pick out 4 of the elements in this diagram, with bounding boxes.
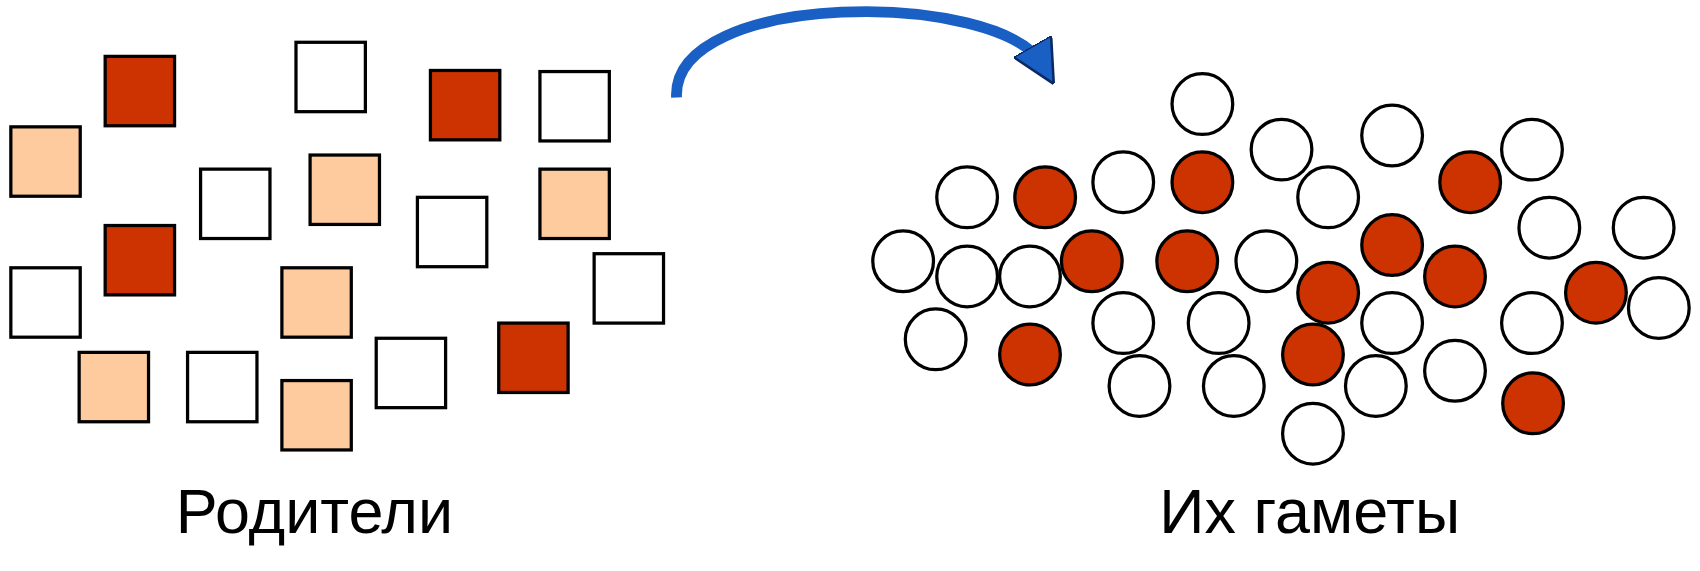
- group-caption: Родители: [175, 474, 454, 548]
- group-caption: Их гаметы: [1159, 474, 1461, 548]
- squares-drawing: [8, 40, 666, 454]
- circles-drawing: [870, 71, 1692, 467]
